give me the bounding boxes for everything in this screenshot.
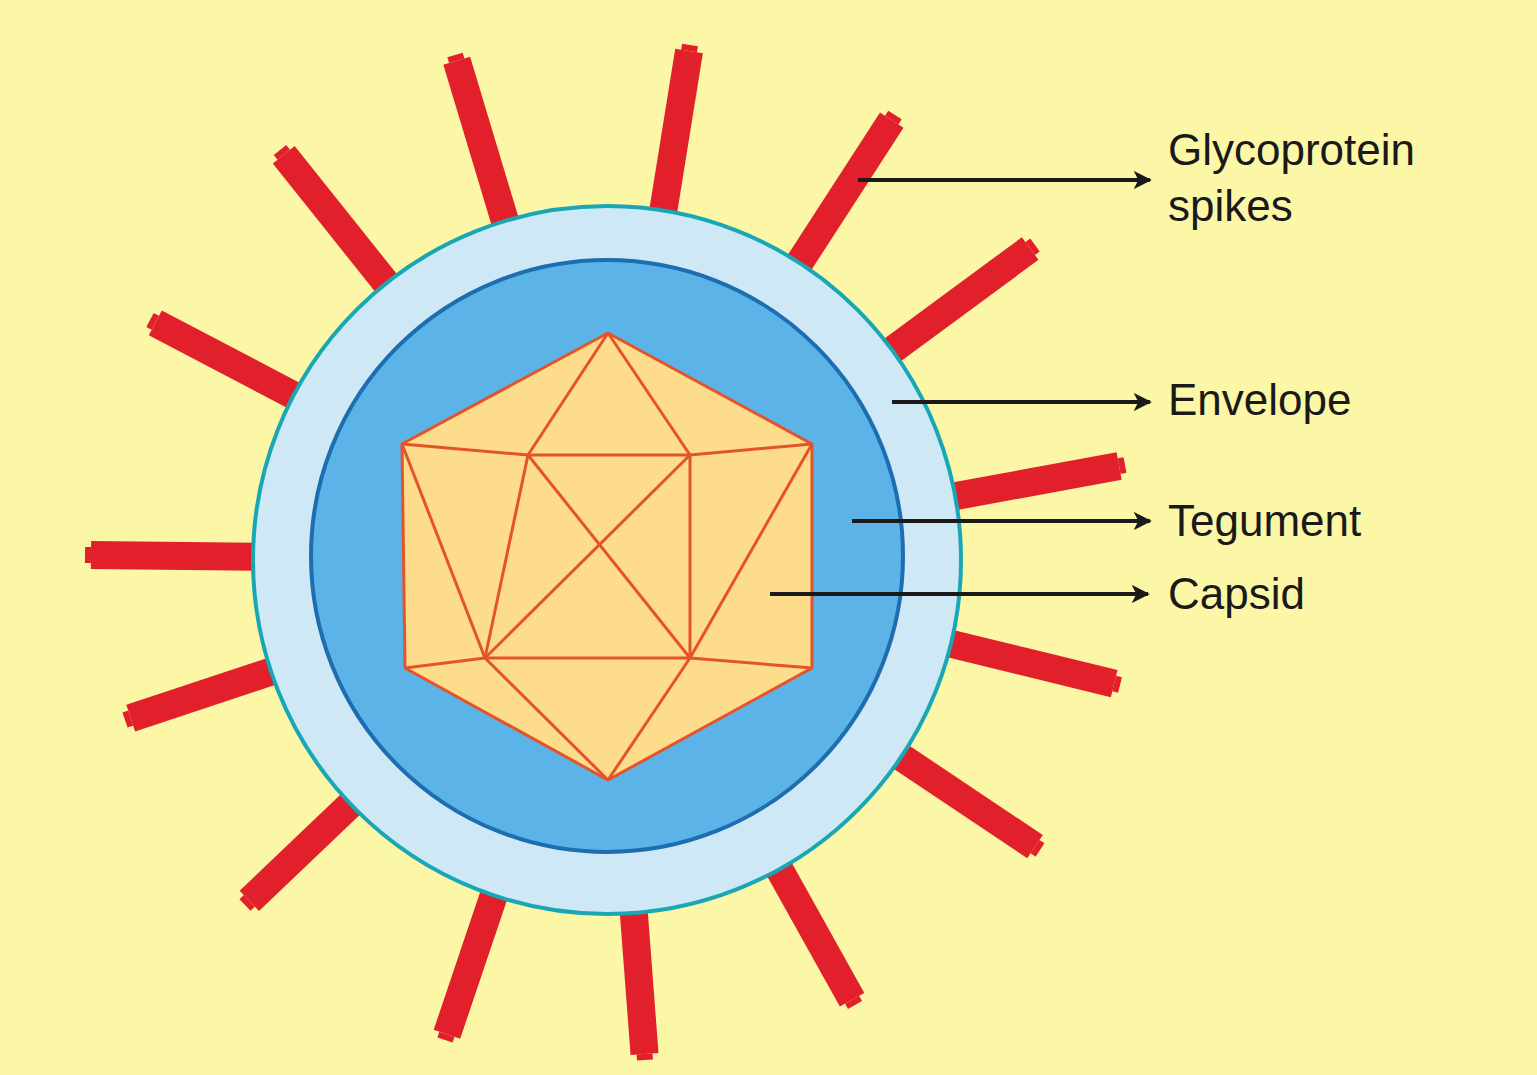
part-label: Glycoprotein spikes	[1168, 122, 1528, 234]
part-label: Envelope	[1168, 372, 1528, 428]
leader-arrow	[852, 519, 1150, 523]
glycoprotein-spike	[155, 323, 307, 403]
glycoprotein-spike	[249, 793, 362, 901]
part-label: Tegument	[1168, 493, 1528, 549]
glycoprotein-spike	[447, 880, 499, 1034]
glycoprotein-spike	[939, 466, 1119, 499]
spike-tip	[280, 150, 284, 155]
spike-tip	[1119, 465, 1125, 466]
glycoprotein-spikes	[85, 45, 1125, 1060]
capsid-icosahedron	[402, 333, 812, 780]
glycoprotein-spike	[879, 249, 1030, 360]
leader-arrows	[770, 180, 1150, 594]
spike-tip	[681, 45, 698, 51]
spike-tip	[1035, 847, 1040, 850]
spike-tip	[85, 547, 91, 563]
glycoprotein-spike	[284, 155, 397, 296]
tegument-layer	[311, 260, 903, 852]
spike-tip	[445, 1034, 447, 1040]
glycoprotein-spike	[791, 120, 892, 276]
leader-arrow	[858, 178, 1150, 182]
spike-tip	[1114, 684, 1120, 685]
leader-arrow	[770, 592, 1148, 596]
leader-arrow	[892, 400, 1150, 404]
spike-tip	[150, 320, 155, 323]
glycoprotein-spike	[91, 555, 269, 557]
glycoprotein-spike	[772, 855, 853, 1000]
glycoprotein-spike	[888, 748, 1035, 847]
glycoprotein-spike	[457, 61, 510, 237]
spike-tip	[892, 115, 895, 120]
spike-tip	[245, 901, 249, 905]
glycoprotein-spike	[633, 897, 645, 1054]
spike-tip	[125, 718, 131, 720]
glycoprotein-spike	[661, 51, 689, 226]
spike-tip	[852, 1000, 855, 1005]
spike-tip	[1030, 245, 1035, 249]
spike-tip	[637, 1054, 653, 1060]
glycoprotein-spike	[935, 640, 1114, 684]
glycoprotein-spike	[131, 666, 287, 718]
spike-tip	[455, 55, 457, 61]
part-label: Capsid	[1168, 566, 1528, 622]
envelope-layer	[253, 206, 961, 914]
